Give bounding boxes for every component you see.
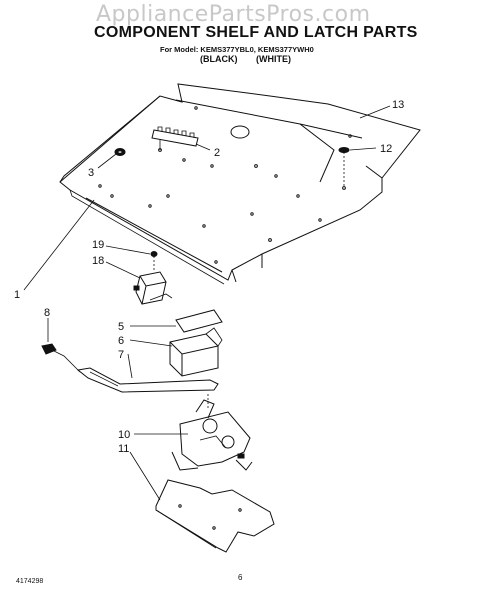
- leader-lines: [23, 105, 391, 501]
- drawing-code: 4174298: [16, 578, 44, 585]
- terminal-block-part: [151, 126, 199, 150]
- callout-19: 19: [92, 239, 104, 251]
- callout-18: 18: [92, 255, 104, 267]
- callout-12: 12: [380, 143, 392, 155]
- latch-rod-part: [76, 367, 219, 393]
- bumper-part: [338, 147, 350, 190]
- callout-labels: 1 2 3 5 6 7 8 10 11 12 13 18 19: [14, 99, 404, 455]
- page-number: 6: [238, 573, 243, 582]
- variant-black: (BLACK): [200, 54, 238, 64]
- callout-5: 5: [118, 321, 124, 333]
- screw-part: [150, 251, 158, 272]
- model-line: For Model: KEMS377YBL0, KEMS377YWH0: [160, 45, 314, 54]
- variant-white: (WHITE): [256, 54, 291, 64]
- diagram-title: COMPONENT SHELF AND LATCH PARTS: [94, 24, 418, 41]
- callout-6: 6: [118, 335, 124, 347]
- switch-part: [133, 271, 173, 305]
- component-shelf: [59, 83, 421, 285]
- base-plate-part: [155, 479, 275, 553]
- callout-10: 10: [118, 429, 130, 441]
- cover-plate-part: [175, 309, 223, 333]
- callout-2: 2: [214, 147, 220, 159]
- callout-13: 13: [392, 99, 404, 111]
- callout-8: 8: [44, 307, 50, 319]
- latch-mechanism-part: [171, 394, 253, 471]
- housing-part: [169, 327, 223, 377]
- callout-1: 1: [14, 289, 20, 301]
- callout-3: 3: [88, 167, 94, 179]
- watermark: AppliancePartsPros.com: [96, 2, 371, 27]
- latch-bumper-part: [41, 343, 81, 373]
- grommet-part: [114, 148, 126, 156]
- callout-11: 11: [118, 443, 129, 455]
- callout-7: 7: [118, 349, 124, 361]
